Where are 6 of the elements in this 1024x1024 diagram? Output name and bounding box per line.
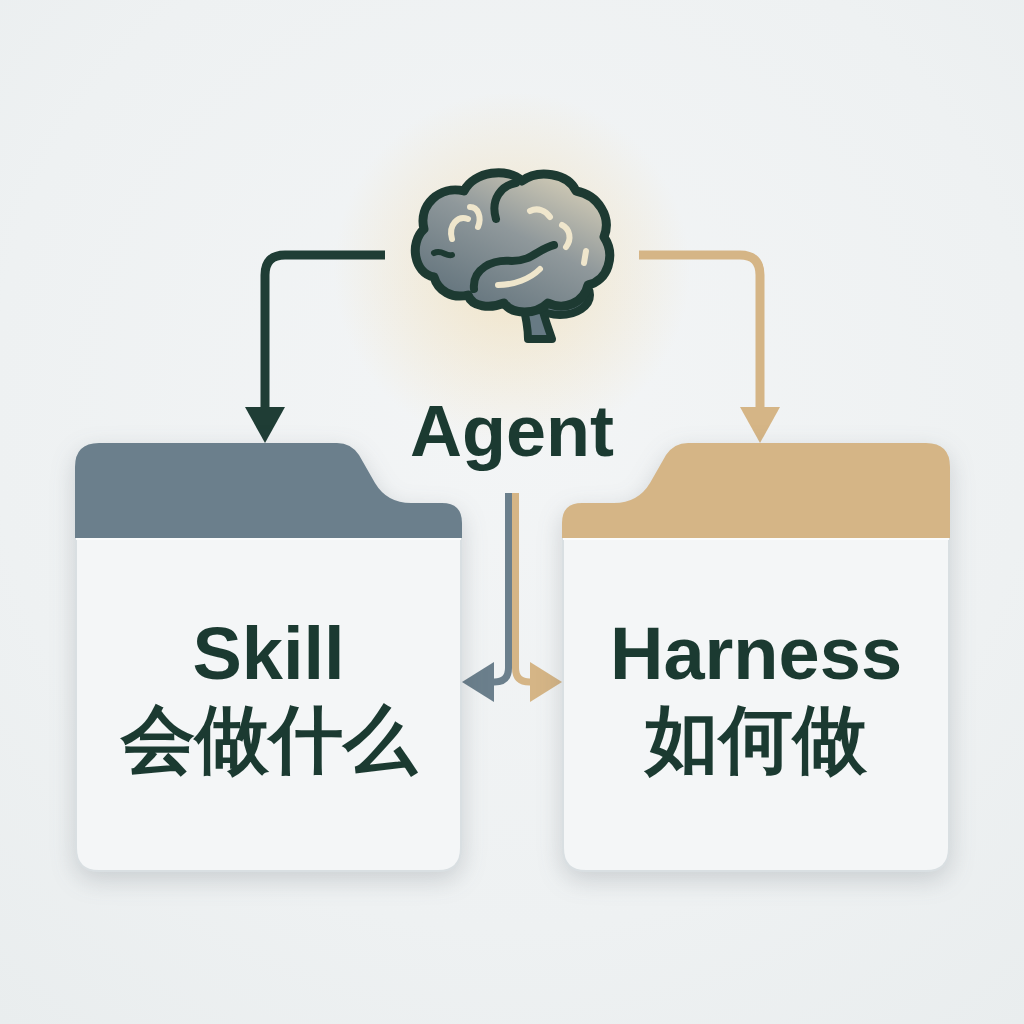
arrow [245, 250, 385, 443]
arrow [639, 250, 780, 443]
folder-title: Skill [192, 617, 345, 691]
folder-title: Harness [609, 617, 903, 691]
folder-subtitle: 会做什么 [120, 703, 417, 777]
folder-subtitle: 如何做 [645, 703, 867, 777]
